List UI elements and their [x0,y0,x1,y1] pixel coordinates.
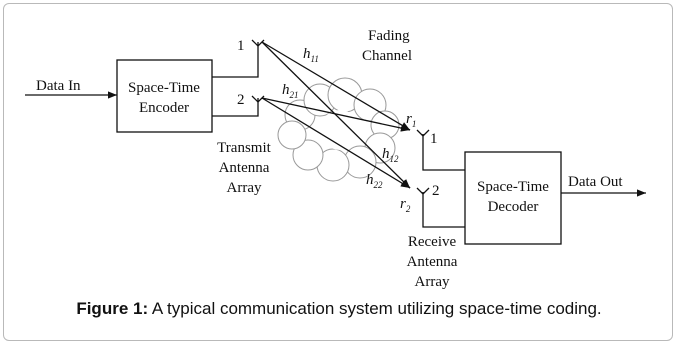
rx-signal-label-r1: r1 [406,111,416,129]
rx-antenna-2-number: 2 [432,183,440,199]
space-time-encoder-block [116,59,213,133]
gain-label-h21: h21 [282,82,299,100]
data-out-label: Data Out [568,174,623,190]
receive-array-label-line1: Receive [408,234,457,250]
caption-label: Figure 1: [76,299,149,318]
figure-caption: Figure 1: A typical communication system… [0,299,678,319]
channel-path-h21 [261,97,411,132]
rx-signal-label-r2: r2 [400,196,411,214]
tx-feed-line-2 [212,98,259,117]
gain-label-h12: h12 [382,146,399,164]
channel-path-h12 [261,41,411,189]
caption-text: A typical communication system utilizing… [148,299,602,318]
fading-channel-label-line1: Fading [368,28,410,44]
channel-path-h22 [261,97,411,189]
transmit-array-label-line3: Array [227,180,262,196]
tx-antenna-1-number: 1 [237,38,245,54]
receive-array-label-line3: Array [415,274,450,290]
transmit-array-label-line1: Transmit [217,140,271,156]
decoder-label-line1: Space-Time [477,179,549,195]
fading-channel-label-line2: Channel [362,48,412,64]
transmit-array-label-line2: Antenna [219,160,270,176]
rx-feed-line-2 [422,192,465,228]
gain-label-h22: h22 [366,172,383,190]
encoder-label-line2: Encoder [139,100,189,116]
decoder-label-line2: Decoder [488,199,539,215]
gain-label-h11: h11 [303,46,319,64]
tx-antenna-2-number: 2 [237,92,245,108]
rx-feed-line-1 [422,134,465,171]
channel-path-h11 [261,41,411,131]
space-time-decoder-block [464,151,562,245]
tx-feed-line-1 [212,42,259,78]
encoder-label-line1: Space-Time [128,80,200,96]
receive-array-label-line2: Antenna [407,254,458,270]
data-in-label: Data In [36,78,81,94]
rx-antenna-1-number: 1 [430,131,438,147]
